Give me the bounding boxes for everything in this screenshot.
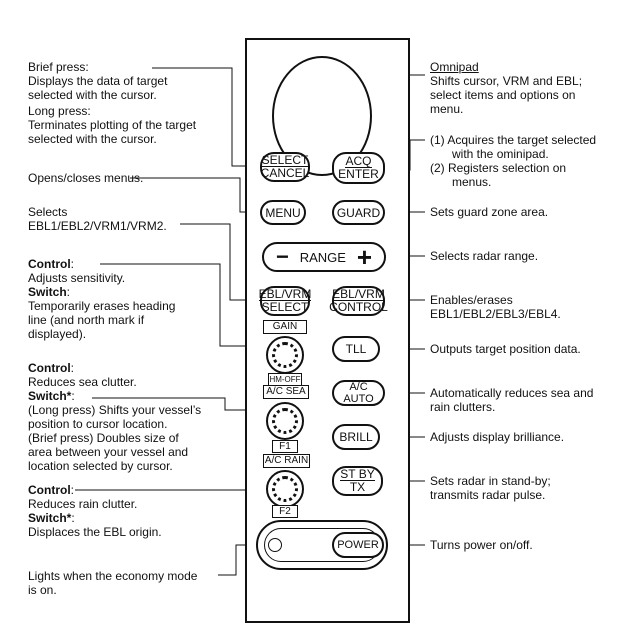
tll-button[interactable]: TLL <box>332 336 380 362</box>
f2-label: F2 <box>272 505 298 518</box>
note-sea-l3: (Brief press) Doubles size of <box>28 431 179 445</box>
note-ebl-control-l1: Enables/erases <box>430 293 513 307</box>
note-acq-l1: (1) Acquires the target selected <box>430 133 597 147</box>
note-stby-l2: transmits radar pulse. <box>430 488 546 502</box>
note-eco: Lights when the economy mode is on. <box>28 569 197 597</box>
note-omnipad-l1: Shifts cursor, VRM and EBL; <box>430 74 583 88</box>
ac-sea-knob-dial <box>272 408 298 434</box>
ebl-control-bottom-label: CONTROL <box>329 300 388 314</box>
note-gain-l3: displayed). <box>28 327 87 341</box>
ac-sea-knob[interactable] <box>266 402 304 440</box>
note-gain-control-title: Control <box>28 257 71 271</box>
note-ebl-select-l2: EBL1/EBL2/VRM1/VRM2. <box>28 219 167 233</box>
note-select-l4: Long press: <box>28 104 91 118</box>
f1-label: F1 <box>272 440 298 453</box>
range-minus-button[interactable]: − <box>276 244 289 269</box>
note-ebl-control: Enables/erases EBL1/EBL2/EBL3/EBL4. <box>430 293 561 321</box>
ac-auto-button[interactable]: A/C AUTO <box>332 380 385 406</box>
ac-rain-knob[interactable] <box>266 470 304 508</box>
select-label: SELECT <box>261 153 309 167</box>
note-rain-control-title: Control <box>28 483 71 497</box>
menu-button[interactable]: MENU <box>260 200 306 225</box>
note-eco-l2: is on. <box>28 583 57 597</box>
note-eco-l1: Lights when the economy mode <box>28 569 198 583</box>
note-select-l5: Terminates plotting of the target <box>28 118 197 132</box>
note-sea-control-title: Control <box>28 361 71 375</box>
note-rain: Control: Reduces rain clutter. Switch*: … <box>28 483 162 539</box>
note-select-l2: Displays the data of target <box>28 74 168 88</box>
note-ac-auto-l2: rain clutters. <box>430 400 496 414</box>
note-sea: Control: Reduces sea clutter. Switch*: (… <box>28 361 202 473</box>
leader-sea <box>92 397 263 413</box>
gain-knob[interactable] <box>266 336 304 374</box>
note-sea-l5: location selected by cursor. <box>28 459 173 473</box>
note-stby-l1: Sets radar in stand-by; <box>430 474 551 488</box>
note-menu: Opens/closes menus. <box>28 171 144 185</box>
gain-knob-dial <box>272 342 298 368</box>
note-ebl-select: Selects EBL1/EBL2/VRM1/VRM2. <box>28 205 167 233</box>
leader-gain <box>100 263 263 349</box>
acq-label: ACQ <box>345 154 372 168</box>
note-brill: Adjusts display brilliance. <box>430 430 565 444</box>
ac-rain-knob-dial <box>272 476 298 502</box>
note-gain-control-desc: Adjusts sensitivity. <box>28 271 126 285</box>
note-ebl-control-l2: EBL1/EBL2/EBL3/EBL4. <box>430 307 561 321</box>
ac-rain-label: A/C RAIN <box>263 454 310 468</box>
note-sea-control-desc: Reduces sea clutter. <box>28 375 137 389</box>
note-rain-switch-title: Switch* <box>28 511 72 525</box>
economy-led-icon <box>268 538 282 552</box>
ac-sea-label: A/C SEA <box>263 385 309 399</box>
note-sea-l2: position to cursor location. <box>28 417 168 431</box>
note-select-l6: selected with the cursor. <box>28 132 157 146</box>
note-tll: Outputs target position data. <box>430 342 581 356</box>
guard-button[interactable]: GUARD <box>332 200 385 225</box>
note-stby: Sets radar in stand-by; transmits radar … <box>430 474 551 502</box>
note-omnipad: Omnipad Shifts cursor, VRM and EBL; sele… <box>430 60 582 116</box>
note-rain-l1: Displaces the EBL origin. <box>28 525 162 539</box>
ebl-control-top-label: EBL/VRM <box>332 287 385 301</box>
note-range: Selects radar range. <box>430 249 539 263</box>
note-gain-switch-title: Switch <box>28 285 67 299</box>
note-acq-l2: with the ominipad. <box>452 147 549 161</box>
note-acq-l3: (2) Registers selection on <box>430 161 567 175</box>
gain-label: GAIN <box>263 320 307 334</box>
note-omnipad-title: Omnipad <box>430 60 479 74</box>
note-ebl-select-l1: Selects <box>28 205 68 219</box>
note-sea-l1: (Long press) Shifts your vessel’s <box>28 403 202 417</box>
note-ac-auto-l1: Automatically reduces sea and <box>430 386 594 400</box>
ebl-select-top-label: EBL/VRM <box>258 287 312 301</box>
enter-label: ENTER <box>338 167 379 181</box>
note-select-l1: Brief press: <box>28 60 89 74</box>
note-sea-switch-title: Switch* <box>28 389 72 403</box>
note-gain-l2: line (and north mark if <box>28 313 145 327</box>
tx-label: TX <box>349 480 366 494</box>
note-sea-l4: area between your vessel and <box>28 445 189 459</box>
ebl-select-bottom-label: SELECT <box>261 300 309 314</box>
note-power: Turns power on/off. <box>430 538 533 552</box>
note-guard: Sets guard zone area. <box>430 205 549 219</box>
range-plus-button[interactable]: + <box>356 242 372 272</box>
note-rain-control-desc: Reduces rain clutter. <box>28 497 138 511</box>
note-omnipad-l3: menu. <box>430 102 464 116</box>
note-ac-auto: Automatically reduces sea and rain clutt… <box>430 386 593 414</box>
omnipad[interactable] <box>272 56 372 176</box>
range-label: RANGE <box>299 249 346 265</box>
power-button[interactable]: POWER <box>332 532 384 558</box>
brill-button[interactable]: BRILL <box>332 424 380 450</box>
standby-label: ST BY <box>340 467 375 481</box>
note-select-l3: selected with the cursor. <box>28 88 157 102</box>
cancel-label: CANCEL <box>260 166 310 180</box>
note-select: Brief press: Displays the data of target… <box>28 60 196 146</box>
note-gain: Control: Adjusts sensitivity. Switch: Te… <box>28 257 176 341</box>
note-omnipad-l2: select items and options on <box>430 88 576 102</box>
range-control: − RANGE + <box>262 242 386 272</box>
note-acq-l4: menus. <box>452 175 492 189</box>
note-acq: (1) Acquires the target selected with th… <box>430 133 596 189</box>
note-gain-l1: Temporarily erases heading <box>28 299 176 313</box>
